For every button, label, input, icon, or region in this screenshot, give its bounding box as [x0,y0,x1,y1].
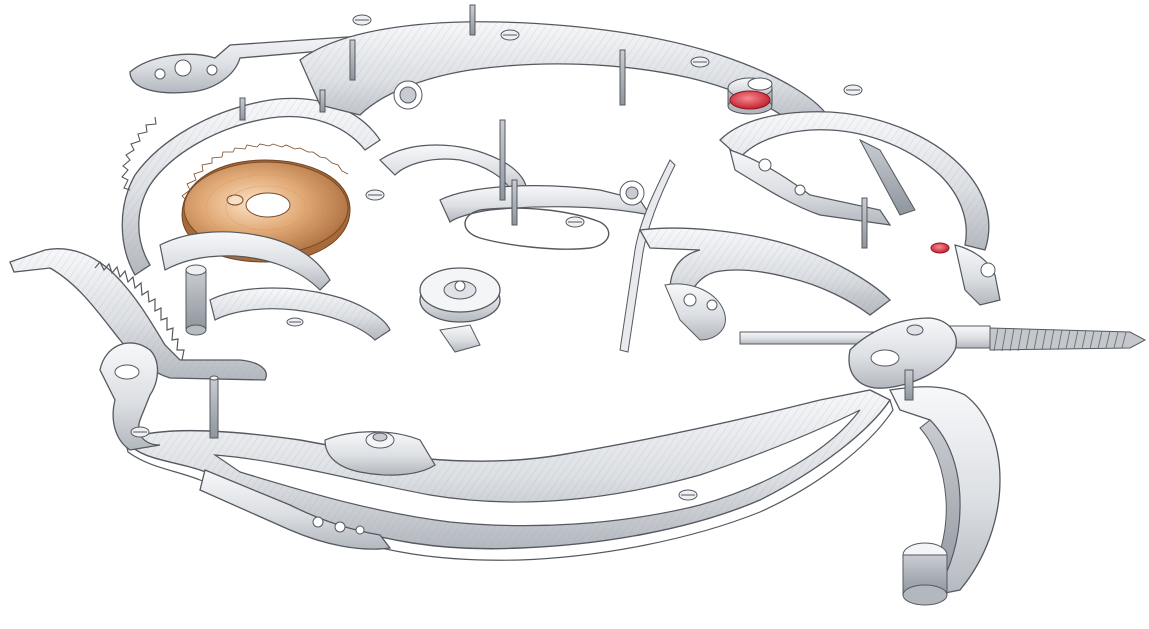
pins [239,4,868,249]
screw-head [500,29,520,41]
central-lever [379,144,652,250]
yoke-arm [889,386,1001,606]
central-bridge [159,231,391,341]
left-lower-frame [99,342,161,451]
pillar-left [185,264,207,336]
screw-head [678,489,698,501]
right-hook-lever [638,227,891,341]
rack-lever [9,248,267,381]
screw-heads [130,14,863,501]
right-upper-frame [719,111,990,251]
ruby-jewel [727,77,773,115]
small-ruby-jewel [930,242,950,254]
screw-head [843,84,863,96]
lower-left-arm [199,469,392,550]
screw-head [130,426,150,438]
balance-cock [419,267,501,353]
screw-head [352,14,372,26]
screw-head [690,56,710,68]
setting-lever-bridge [848,317,957,401]
screw-head [365,189,385,201]
mainplate-frame [123,389,894,561]
right-tip-block [954,244,1001,306]
screw-head [565,216,585,228]
lower-center-bridge [324,431,436,476]
pillar-post-lower [209,375,219,439]
screw-head [286,317,304,327]
left-arc-frame [121,97,381,276]
